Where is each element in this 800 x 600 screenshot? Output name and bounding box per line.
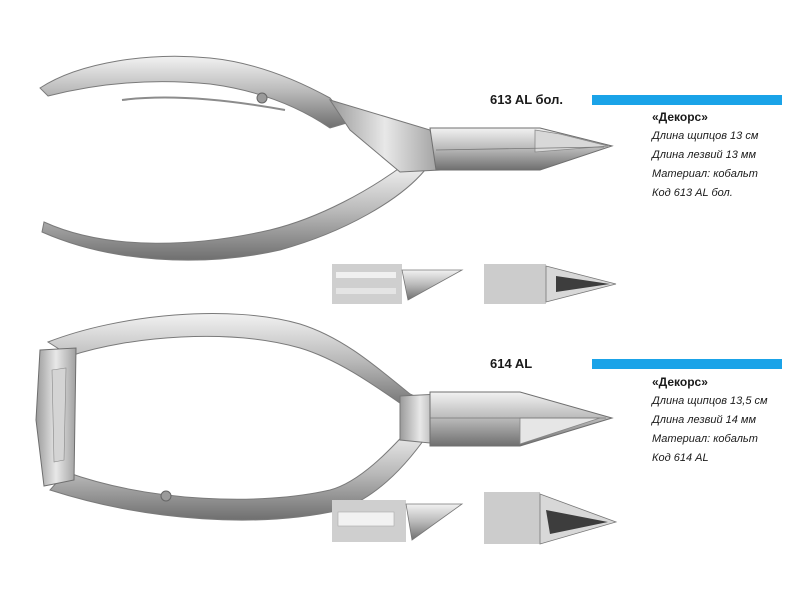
spec-code: Код 613 AL бол. — [652, 187, 733, 199]
accent-bar — [592, 95, 782, 105]
nail-nipper-613-image — [39, 55, 614, 261]
product-code-row: 614 AL — [490, 356, 782, 372]
spec-length: Длина щипцов 13,5 см — [652, 395, 768, 407]
spec-blade-length: Длина лезвий 13 мм — [652, 149, 757, 161]
blade-top-view-image — [484, 492, 618, 545]
product-code: 614 AL — [490, 356, 533, 371]
product-name: «Декорс» — [652, 110, 708, 124]
product-code: 613 AL бол. — [490, 92, 564, 107]
product-613-al: 613 AL бол. «Декорс» Длина щипцов 13 см … — [0, 0, 800, 304]
accent-bar — [592, 359, 782, 369]
spec-material: Материал: кобальт — [652, 433, 758, 445]
product-name: «Декорс» — [652, 375, 708, 389]
product-614-al: 614 AL «Декорс» Длина щипцов 13,5 см Дли… — [0, 300, 800, 600]
spec-material: Материал: кобальт — [652, 168, 758, 180]
spec-blade-length: Длина лезвий 14 мм — [652, 414, 757, 426]
blade-top-view-image — [484, 264, 617, 304]
spec-length: Длина щипцов 13 см — [652, 130, 759, 142]
product-specs: «Декорс» Длина щипцов 13,5 см Длина лезв… — [652, 373, 768, 468]
product-specs: «Декорс» Длина щипцов 13 см Длина лезвий… — [652, 108, 758, 203]
spec-code: Код 614 AL — [652, 452, 709, 464]
product-code-row: 613 AL бол. — [490, 92, 782, 108]
blade-side-view-image — [332, 500, 464, 542]
nail-nipper-614-image — [35, 313, 614, 521]
blade-side-view-image — [332, 264, 464, 304]
